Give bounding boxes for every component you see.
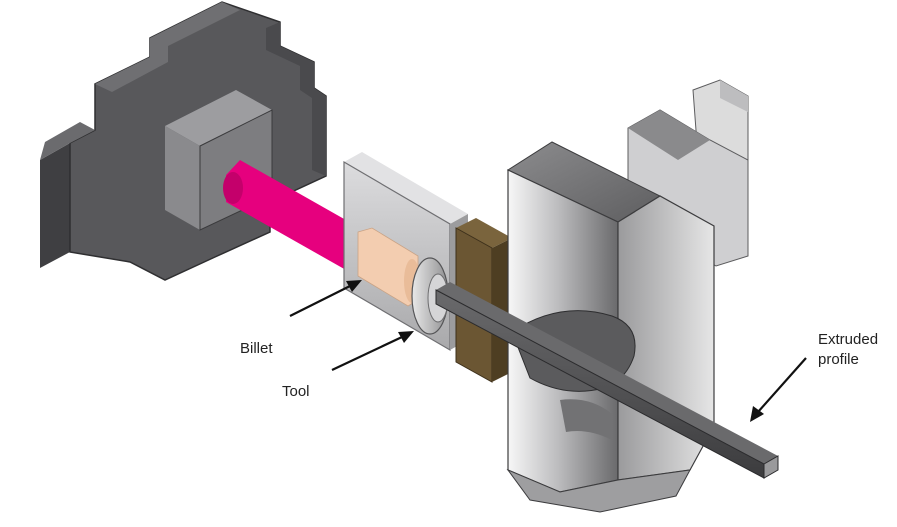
stem-body xyxy=(226,160,360,270)
profile-top xyxy=(436,282,778,464)
ram-top-face xyxy=(40,122,95,160)
stem-end xyxy=(223,172,243,204)
container-top xyxy=(344,152,468,224)
ram-top-ridge xyxy=(95,2,240,92)
tool-arrow xyxy=(331,331,414,371)
housing-lower-notch xyxy=(560,399,612,440)
profile-arrow-line xyxy=(757,357,807,413)
profile-arrow xyxy=(750,357,807,422)
extruded-profile-label-line2: profile xyxy=(818,351,859,368)
extruded-profile-label-line1: Extruded xyxy=(818,331,878,348)
billet-arrow-line xyxy=(289,285,351,317)
ram-side-face xyxy=(40,143,70,268)
profile-end xyxy=(763,455,779,479)
tool-arrow-head xyxy=(398,331,414,343)
housing-bottom-bevel xyxy=(506,468,691,513)
stem xyxy=(223,160,360,270)
tool-arrow-line xyxy=(331,336,403,371)
billet-arrow-head xyxy=(346,280,362,292)
ram-hub-top xyxy=(165,90,272,146)
billet-arrow xyxy=(289,280,362,317)
profile-arrow-head xyxy=(750,406,764,422)
tool-label: Tool xyxy=(282,383,310,400)
extruded-profile xyxy=(435,282,779,479)
platen-back-tall-side xyxy=(720,80,748,112)
platen-back-top xyxy=(628,110,710,160)
die-top xyxy=(456,218,512,248)
billet-label: Billet xyxy=(240,340,273,357)
ram-right-ridge xyxy=(266,22,326,176)
ram-crosshead xyxy=(40,1,327,281)
ram-hub-front xyxy=(165,126,200,230)
